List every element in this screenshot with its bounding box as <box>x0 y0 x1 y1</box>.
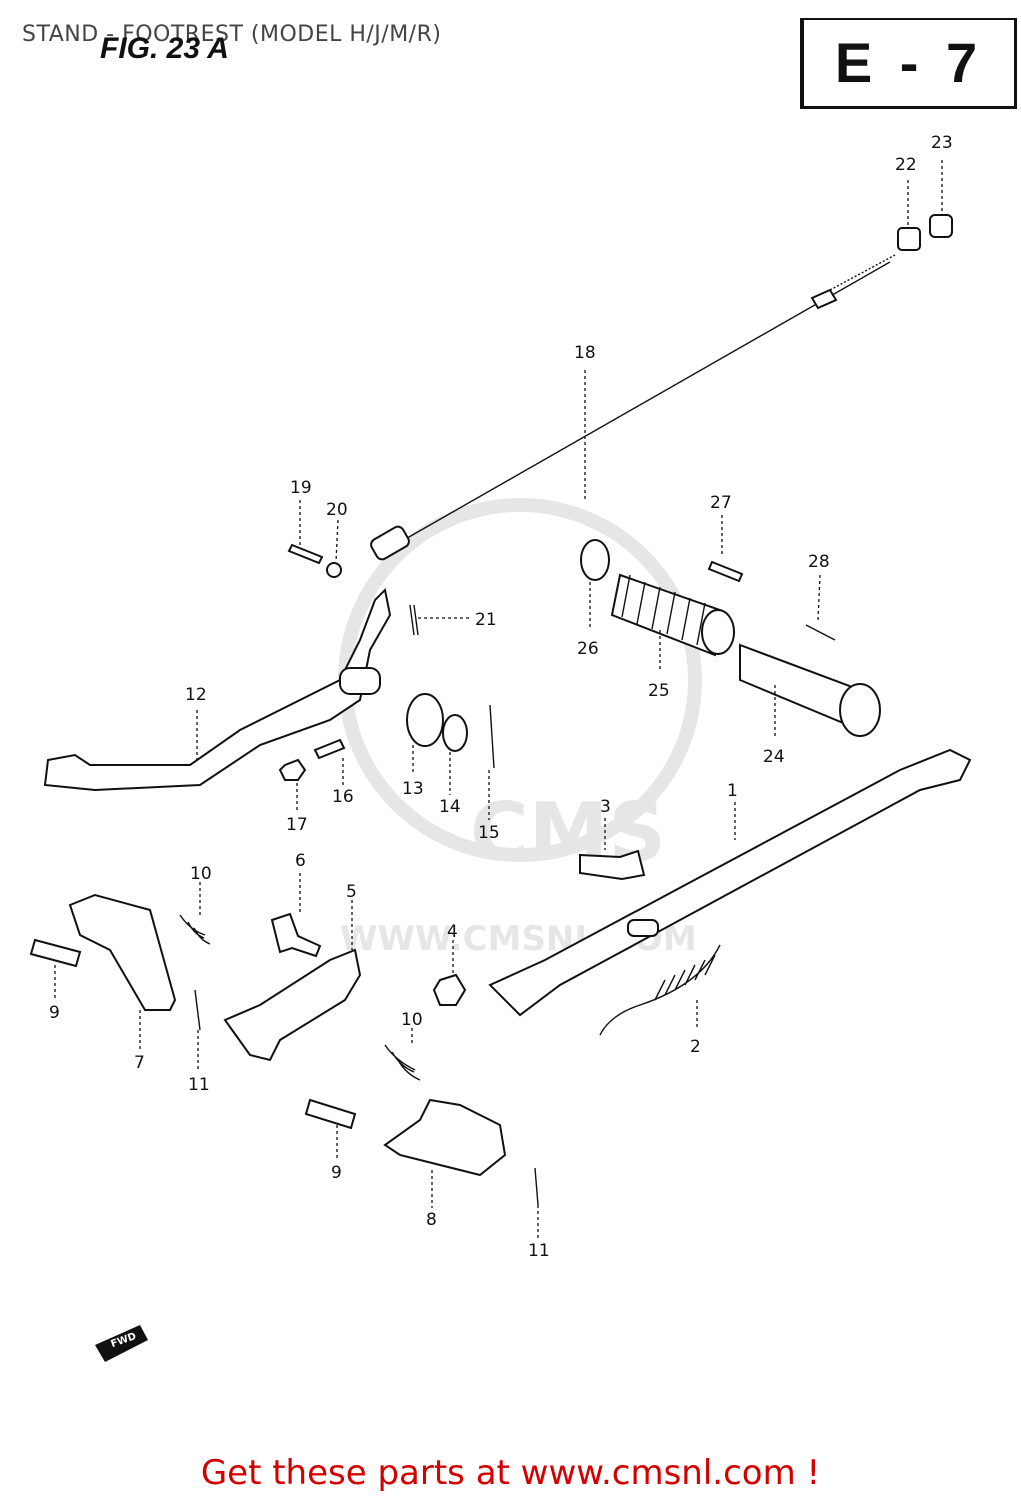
part-19-pin <box>287 543 324 565</box>
part-9-pin-right <box>304 1098 357 1130</box>
callout-13: 13 <box>402 779 424 799</box>
callout-19: 19 <box>290 478 312 498</box>
callout-28: 28 <box>808 552 830 572</box>
part-25-grip <box>610 573 735 657</box>
callout-12: 12 <box>185 685 207 705</box>
callout-4: 4 <box>447 922 458 942</box>
part-26-washer <box>580 539 610 581</box>
part-3-bolt <box>579 849 646 881</box>
callout-6: 6 <box>295 851 306 871</box>
fwd-arrow: FWD <box>95 1325 148 1362</box>
part-2-stop-pin <box>627 919 659 937</box>
callout-26: 26 <box>577 639 599 659</box>
callout-27: 27 <box>710 493 732 513</box>
part-20-washer <box>326 562 342 578</box>
part-8-footrest <box>383 1098 507 1177</box>
callout-10-left: 10 <box>190 864 212 884</box>
part-17-nut <box>278 758 307 781</box>
part-7-footrest <box>68 893 177 1011</box>
part-1-side-stand <box>488 748 972 1017</box>
callout-3: 3 <box>600 797 611 817</box>
section-box: E - 7 <box>800 18 1017 109</box>
callout-5: 5 <box>346 882 357 902</box>
part-15-cotter-pin <box>489 704 495 769</box>
part-11-cotter-right <box>534 1167 539 1206</box>
part-9-pin-left <box>29 938 82 968</box>
part-6-bolt <box>270 912 322 958</box>
callout-21: 21 <box>475 610 497 630</box>
cms-watermark: CMS WWW.CMSNL.COM <box>338 498 702 959</box>
callout-11-right: 11 <box>528 1241 550 1261</box>
callout-1: 1 <box>727 781 738 801</box>
callout-15: 15 <box>478 823 500 843</box>
part-10-spring-right <box>384 1044 421 1081</box>
part-2-spring <box>599 944 721 1036</box>
callout-23: 23 <box>931 133 953 153</box>
callout-22: 22 <box>895 155 917 175</box>
part-21-cotter-pin <box>409 604 419 636</box>
figure-label: FIG. 23 A <box>100 32 229 65</box>
part-13-spring <box>406 693 444 747</box>
callout-numbers: 1 2 3 4 5 6 7 8 9 9 10 10 11 11 11 12 13… <box>49 133 953 1261</box>
part-16-bolt <box>313 738 346 760</box>
part-10-spring-left <box>179 914 211 945</box>
exploded-parts-diagram: CMS WWW.CMSNL.COM <box>29 133 972 1362</box>
footer-link[interactable]: Get these parts at www.cmsnl.com ! <box>200 1453 821 1493</box>
leader-lines <box>54 160 943 1238</box>
callout-9-right: 9 <box>331 1163 342 1183</box>
callout-14: 14 <box>439 797 461 817</box>
callout-18: 18 <box>574 343 596 363</box>
part-cable <box>370 254 896 561</box>
part-11-cotter-left <box>194 989 201 1031</box>
callout-9-left: 9 <box>49 1003 60 1023</box>
part-5-bracket <box>223 948 362 1062</box>
part-14-washer <box>442 714 468 752</box>
part-28-cotter-pin <box>805 624 836 641</box>
diagram-title: STAND - FOOTREST (MODEL H/J/M/R) <box>22 22 442 47</box>
callout-25: 25 <box>648 681 670 701</box>
part-22-adjuster <box>897 227 921 251</box>
part-27-pin <box>707 560 744 583</box>
callout-7: 7 <box>134 1053 145 1073</box>
part-12-pivot <box>339 667 381 695</box>
part-23-nut <box>929 214 953 238</box>
callout-2: 2 <box>690 1037 701 1057</box>
part-12-brake-pedal <box>43 587 392 792</box>
callout-16: 16 <box>332 787 354 807</box>
callout-10-right: 10 <box>401 1010 423 1030</box>
part-24-shaft-end <box>839 683 881 737</box>
callout-8: 8 <box>426 1210 437 1230</box>
section-code: E - 7 <box>834 31 984 94</box>
callout-24: 24 <box>763 747 785 767</box>
callout-17: 17 <box>286 815 308 835</box>
callout-20: 20 <box>326 500 348 520</box>
callout-11-left: 11 <box>188 1075 210 1095</box>
part-4-nut <box>432 973 467 1006</box>
